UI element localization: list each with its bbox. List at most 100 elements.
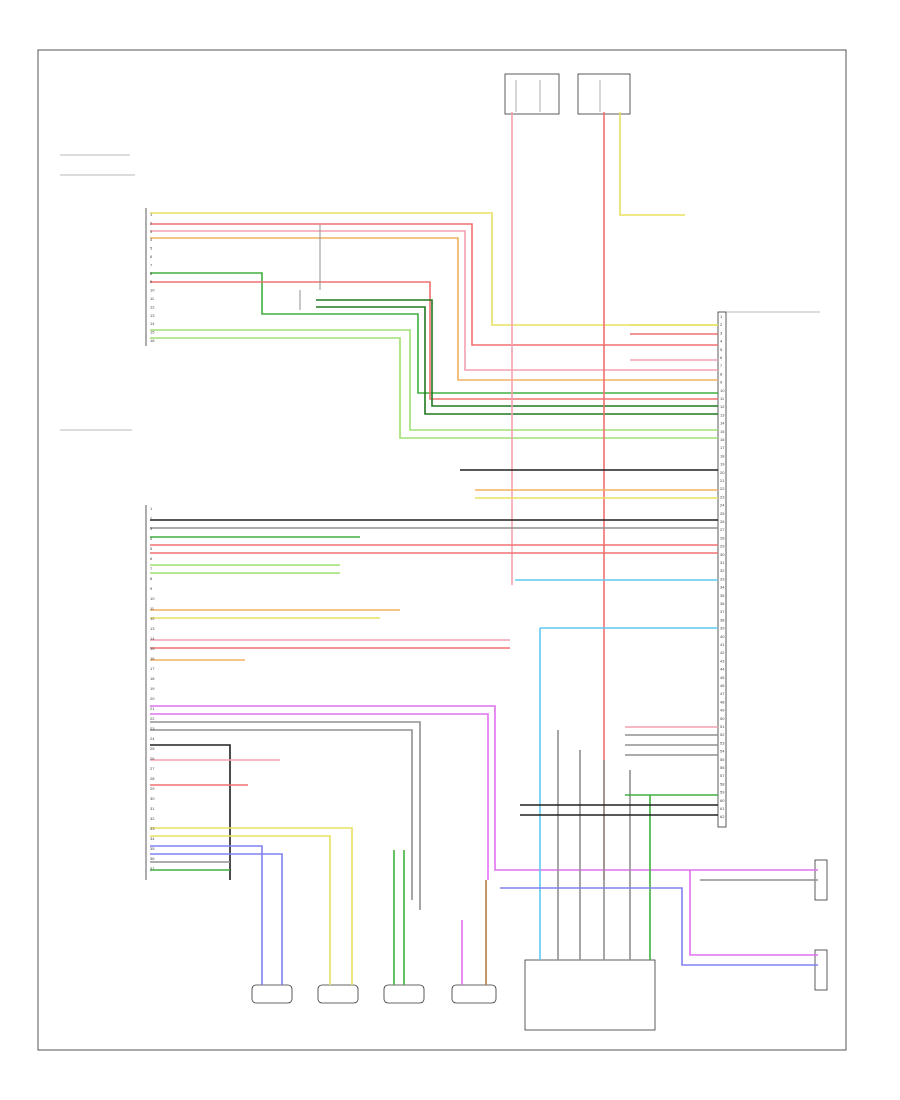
wire-spk-1: [150, 705, 818, 871]
left-connector-1-pin: 1: [150, 212, 153, 217]
right-connector-pin: 62: [720, 814, 725, 819]
left-connector-2-pin: 21: [150, 706, 155, 711]
right-connector-pin: 18: [720, 453, 725, 458]
right-connector-pin: 23: [720, 494, 725, 499]
right-connector-pin: 7: [720, 363, 723, 368]
left-connector-1-pin: 2: [150, 220, 153, 225]
left-connector-2-pin: 12: [150, 616, 155, 621]
left-connector-1-pin: 5: [150, 246, 153, 251]
left-connector-2-pin: 3: [150, 526, 153, 531]
speaker-connector-lower-right: [814, 949, 828, 991]
left-connector-2-pin: 20: [150, 696, 155, 701]
right-connector-pin: 24: [720, 503, 725, 508]
left-connector-1-pin: 12: [150, 304, 155, 309]
right-connector-pin: 29: [720, 544, 725, 549]
right-connector-pin: 2: [720, 322, 723, 327]
left-connector-2-pin: 24: [150, 736, 155, 741]
left-connector-2-pin: 35: [150, 846, 155, 851]
right-connector-pin: 30: [720, 552, 725, 557]
right-connector-pin: 33: [720, 576, 725, 581]
left-connector-2-pin: 30: [150, 796, 155, 801]
right-connector-pin: 16: [720, 437, 725, 442]
right-connector-pin: 45: [720, 675, 725, 680]
wire-spk-9: [150, 835, 331, 985]
right-connector-pin: 14: [720, 421, 725, 426]
left-connector-1-pin: 8: [150, 271, 153, 276]
right-connector-pin: 46: [720, 683, 725, 688]
left-connector-2-pin: 36: [150, 856, 155, 861]
right-connector-pin: 1: [720, 314, 723, 319]
wire-upper-6: [150, 281, 718, 400]
left-connector-2-pin: 2: [150, 516, 153, 521]
right-connector-pin: 25: [720, 511, 725, 516]
left-connector-2-pin: 6: [150, 556, 153, 561]
left-connector-1-pin: 14: [150, 321, 155, 326]
bottom-module: [524, 959, 656, 1031]
wire-spk-11: [150, 853, 283, 985]
right-connector-pin: 60: [720, 798, 725, 803]
left-connector-2-pin: 9: [150, 586, 153, 591]
wire-spk-5: [150, 744, 231, 880]
wire-spk-8: [150, 827, 353, 985]
right-connector-pin: 49: [720, 708, 725, 713]
diagram-frame: [37, 49, 847, 1051]
left-connector-1-pin: 9: [150, 279, 153, 284]
right-connector-pin: 12: [720, 404, 725, 409]
wire-spk-3: [150, 721, 421, 910]
wire-upper-3: [150, 230, 718, 371]
right-connector-pin: 42: [720, 650, 725, 655]
wire-upper-5: [150, 272, 718, 394]
right-connector-pin: 56: [720, 765, 725, 770]
wire-spk-10: [150, 845, 263, 985]
right-connector-pin: 40: [720, 634, 725, 639]
wire-upper-8: [316, 306, 718, 415]
left-connector-1-pin: 7: [150, 262, 153, 267]
left-connector-2-pin: 31: [150, 806, 155, 811]
right-connector-pin: 57: [720, 773, 725, 778]
wire-layer: [150, 112, 818, 985]
wire-spk-2: [150, 713, 489, 880]
left-connector-2-pin: 37: [150, 866, 155, 871]
right-connector-pin: 43: [720, 658, 725, 663]
fuse-box-left: [504, 73, 560, 115]
wire-rspk-1: [689, 870, 818, 956]
right-connector-pin: 48: [720, 699, 725, 704]
right-connector-pin: 26: [720, 519, 725, 524]
wire-upper-9: [150, 329, 718, 431]
left-connector-2-pin: 22: [150, 716, 155, 721]
speaker-3: [383, 984, 425, 1004]
wire-upper-2: [150, 223, 718, 346]
left-connector-2-pin: 29: [150, 786, 155, 791]
left-connector-2-pin: 25: [150, 746, 155, 751]
left-connector-2-pin: 15: [150, 646, 155, 651]
left-connector-2-pin: 23: [150, 726, 155, 731]
right-connector-pin: 31: [720, 560, 725, 565]
right-connector-pin: 58: [720, 781, 725, 786]
wire-spk-4: [150, 729, 413, 900]
left-connector-1-pin: 4: [150, 237, 153, 242]
right-connector-pin: 3: [720, 330, 723, 335]
right-connector-pin: 59: [720, 790, 725, 795]
left-connector-2-pin: 14: [150, 636, 155, 641]
left-connector-upper: [60, 154, 147, 346]
right-connector-pin: 28: [720, 535, 725, 540]
right-connector-pin: 61: [720, 806, 725, 811]
right-connector-pin: 11: [720, 396, 725, 401]
left-connector-1-pin: 6: [150, 254, 153, 259]
left-connector-2-pin: 26: [150, 756, 155, 761]
right-connector-pin: 8: [720, 371, 723, 376]
left-connector-2-pin: 28: [150, 776, 155, 781]
fuse-box-right: [577, 73, 631, 115]
left-connector-2-pin: 32: [150, 816, 155, 821]
right-connector-pin: 36: [720, 601, 725, 606]
right-connector: [717, 311, 820, 828]
wire-upper-7: [316, 299, 718, 407]
right-connector-pin: 22: [720, 486, 725, 491]
right-connector-pin: 15: [720, 429, 725, 434]
right-connector-pin: 19: [720, 462, 725, 467]
right-connector-pin: 55: [720, 757, 725, 762]
left-connector-2-pin: 17: [150, 666, 155, 671]
right-connector-pin: 51: [720, 724, 725, 729]
right-connector-pin: 21: [720, 478, 725, 483]
